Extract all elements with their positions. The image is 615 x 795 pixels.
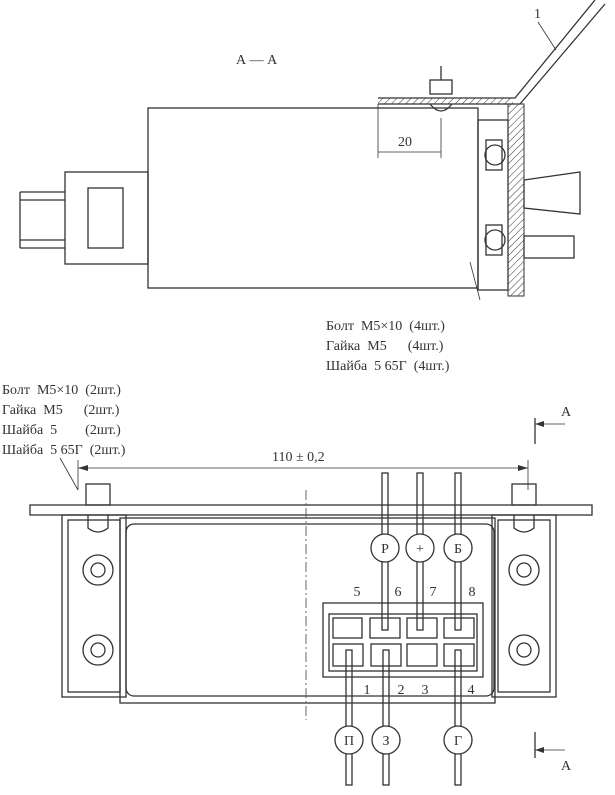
dimension-20: 20: [377, 104, 442, 158]
pin-number: 3: [422, 683, 429, 698]
pin-number: 8: [469, 585, 476, 600]
section-marker-bottom: А: [534, 732, 572, 774]
section-title: А — А: [236, 53, 278, 68]
plan-view: Болт М5×10 (2шт.) Гайка М5 (2шт.) Шайба …: [2, 383, 593, 786]
dimension-20-label: 20: [398, 135, 412, 150]
section-marker-label: А: [561, 405, 572, 420]
relay-inner-outline: [125, 523, 495, 697]
section-marker-label: А: [561, 759, 572, 774]
relay-body-plan: [119, 517, 496, 704]
terminal-label: Г: [454, 734, 462, 749]
pin-number: 5: [354, 585, 361, 600]
pin-numbers: 5 6 7 8 1 2 3 4: [354, 585, 476, 698]
terminal-label: Б: [454, 542, 462, 557]
terminal-cover: [523, 171, 581, 215]
wire-connector: [19, 171, 149, 265]
relay-body: [147, 107, 479, 289]
fastener-leader: [469, 261, 481, 301]
terminal-wire-ze: З: [371, 649, 401, 786]
bolt-head: [511, 483, 537, 506]
section-marker-top: А: [534, 405, 572, 444]
fastener-line: Шайба 5 65Г (2шт.): [2, 443, 126, 458]
terminal-wire-b: Б: [443, 472, 473, 631]
terminal-wire-pe: П: [334, 649, 364, 786]
bolt-head: [85, 483, 111, 506]
pin-number: 6: [395, 585, 402, 600]
callout-leader: [537, 21, 557, 51]
mounting-plate: [29, 504, 593, 516]
fastener-line: Болт М5×10 (2шт.): [2, 383, 121, 398]
terminal-wire-plus: +: [405, 472, 435, 631]
terminal-wire-p: Р: [370, 472, 400, 631]
mounting-bracket: [378, 0, 606, 112]
callout-number: 1: [534, 7, 541, 22]
fastener-leader: [59, 457, 79, 491]
terminal-label: Р: [381, 542, 389, 557]
pin-number: 7: [430, 585, 437, 600]
section-fastener-list: Болт М5×10 (4шт.) Гайка М5 (4шт.) Шайба …: [326, 319, 450, 374]
fastener-line: Шайба 5 (2шт.): [2, 423, 121, 438]
section-view: А — А 1: [19, 0, 606, 374]
terminal-label: П: [344, 734, 354, 749]
fastener-line: Шайба 5 65Г (4шт.): [326, 359, 450, 374]
left-bracket: [61, 483, 127, 698]
terminal-wire-ge: Г: [443, 649, 473, 786]
terminal-label: З: [382, 734, 389, 749]
nut-icon: [508, 634, 540, 666]
nut-icon: [82, 554, 114, 586]
fastener-line: Болт М5×10 (4шт.): [326, 319, 445, 334]
plan-fastener-list: Болт М5×10 (2шт.) Гайка М5 (2шт.) Шайба …: [2, 383, 126, 458]
fastener-line: Гайка М5 (2шт.): [2, 403, 120, 418]
pin-number: 4: [468, 683, 475, 698]
nut-icon: [508, 554, 540, 586]
terminal-housing: [477, 103, 581, 297]
connector-block: [322, 602, 484, 678]
dimension-110: 110 ± 0,2: [77, 450, 529, 490]
terminal-label: +: [416, 542, 424, 557]
fastener-line: Гайка М5 (4шт.): [326, 339, 444, 354]
right-bracket: [491, 483, 557, 698]
pin-number: 1: [364, 683, 371, 698]
pin-number: 2: [398, 683, 405, 698]
nut-icon: [82, 634, 114, 666]
dimension-110-label: 110 ± 0,2: [272, 450, 325, 465]
